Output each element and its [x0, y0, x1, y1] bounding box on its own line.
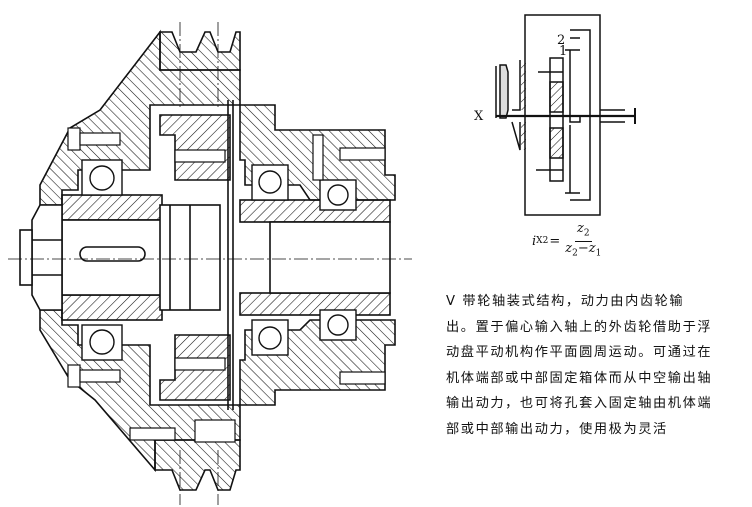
gear-2-internal: [570, 29, 591, 201]
eccentric-crank: [569, 116, 581, 123]
input-label-x: X: [474, 109, 484, 124]
equals-sign: =: [549, 233, 561, 249]
output-shaft-top: [239, 199, 391, 223]
gear-1-external: [549, 57, 564, 182]
hollow-bore: [269, 221, 391, 294]
keyway: [79, 246, 146, 262]
fixed-support-top: [512, 60, 521, 111]
end-nut: [31, 204, 63, 311]
description-line: 机体端部或中部固定箱体而从中空输出轴: [446, 370, 713, 386]
description-line: 输出动力，也可将孔套入固定轴由机体端: [446, 396, 713, 412]
cross-section-drawing: [8, 22, 412, 505]
fraction-denominator: z2−z1: [565, 240, 602, 259]
input-sleeve-bottom: [61, 294, 163, 321]
fraction-numerator: z2: [574, 222, 592, 242]
gear-label-2: 2: [557, 33, 565, 48]
internal-gear-top: [159, 114, 231, 181]
description-line: 动盘平动机构作平面圆周运动。可通过在: [446, 345, 713, 361]
description-line: 部或中部输出动力，使用极为灵活: [446, 421, 668, 437]
bolts: [67, 127, 386, 443]
input-shaft: [61, 219, 163, 296]
fixed-support-bottom: [511, 121, 521, 151]
input-sleeve-top: [61, 194, 163, 221]
ratio-fraction: z2 z2−z1: [563, 222, 603, 260]
ratio-symbol: i: [532, 233, 537, 249]
center-lines: [8, 22, 412, 505]
ratio-subscript: X2: [536, 236, 549, 247]
output-shaft-bottom: [239, 292, 391, 316]
bearings: [81, 159, 357, 361]
description-text: V 带轮轴装式结构，动力由内齿轮输 出。置于偏心输入轴上的外齿轮借助于浮 动盘平…: [446, 289, 746, 443]
description-line: V 带轮轴装式结构，动力由内齿轮输: [446, 294, 685, 309]
gear-label-1: 1: [559, 44, 567, 59]
pulley-top: [159, 31, 241, 71]
pulley-bottom: [154, 439, 241, 491]
v-pulley: [499, 64, 509, 119]
kinematic-schematic: X 2 1: [474, 14, 636, 216]
description-line: 出。置于偏心输入轴上的外齿轮借助于浮: [446, 319, 713, 335]
